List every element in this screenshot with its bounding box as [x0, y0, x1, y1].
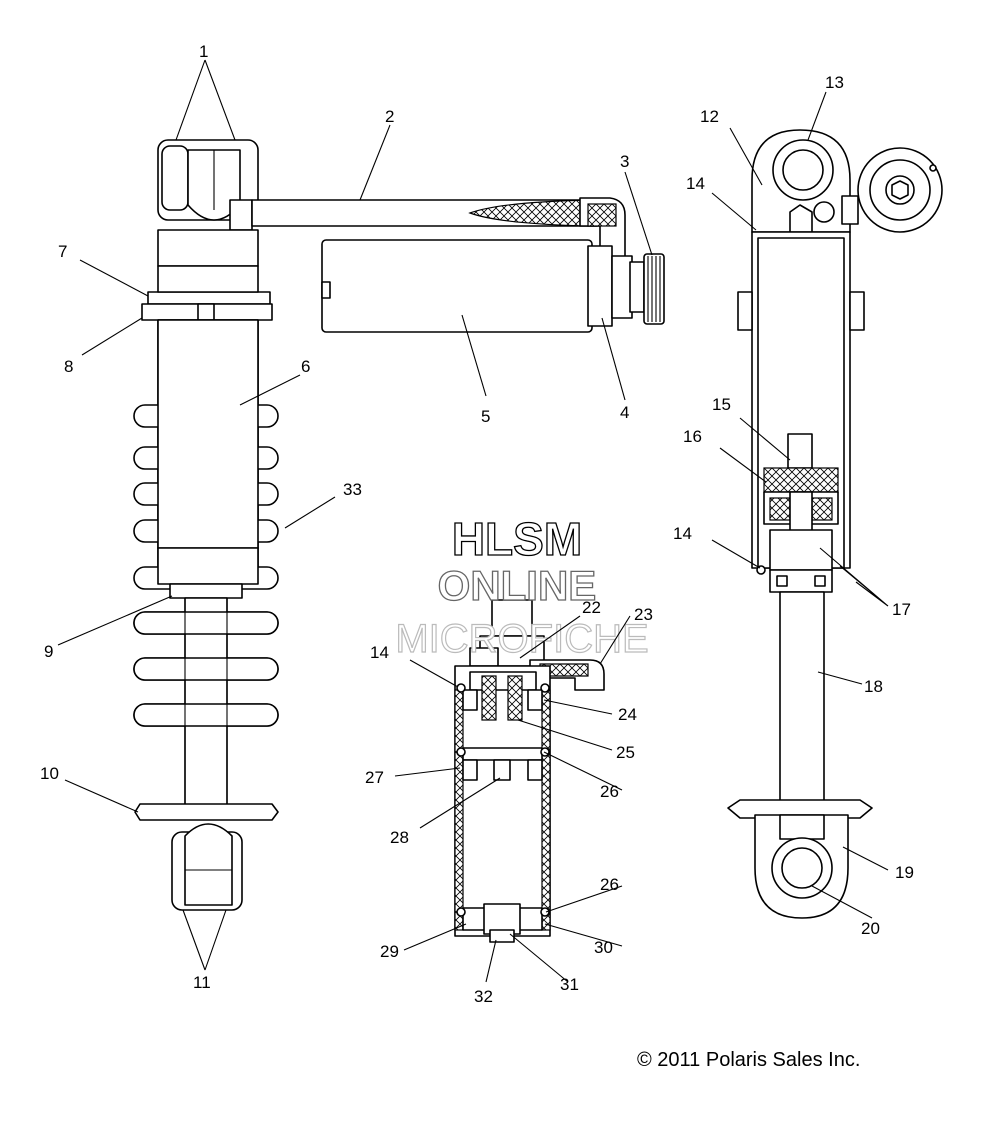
- callout-10: 10: [40, 764, 59, 783]
- callout-28: 28: [390, 828, 409, 847]
- watermark-line-2: ONLINE: [438, 562, 597, 609]
- center-cutaway: [454, 599, 605, 943]
- reservoir-hose: [251, 197, 626, 259]
- callout-33: 33: [343, 480, 362, 499]
- callout-3: 3: [620, 152, 629, 171]
- callout-24: 24: [618, 705, 637, 724]
- callout-13: 13: [825, 73, 844, 92]
- callout-labels: 1 2 3 4 5 6 7 8 9 10 11 12 13 14 15 16 1…: [40, 42, 914, 1006]
- callout-23: 23: [634, 605, 653, 624]
- callout-18: 18: [864, 677, 883, 696]
- callout-8: 8: [64, 357, 73, 376]
- callout-14-top: 14: [686, 174, 705, 193]
- callout-26-upper: 26: [600, 782, 619, 801]
- callout-31: 31: [560, 975, 579, 994]
- bottom-eye-bracket: [171, 823, 243, 911]
- body-cap: [157, 229, 259, 267]
- callout-14-center: 14: [370, 643, 389, 662]
- callout-29: 29: [380, 942, 399, 961]
- callout-7: 7: [58, 242, 67, 261]
- callout-25: 25: [616, 743, 635, 762]
- callout-19: 19: [895, 863, 914, 882]
- callout-32: 32: [474, 987, 493, 1006]
- callout-9: 9: [44, 642, 53, 661]
- callout-27: 27: [365, 768, 384, 787]
- seal-nut: [169, 583, 243, 599]
- watermark-line-1: HLSM: [452, 513, 582, 565]
- left-shock-assembly: [133, 139, 626, 911]
- copyright-notice: © 2011 Polaris Sales Inc.: [637, 1049, 860, 1071]
- right-piston-shaft: [779, 591, 825, 839]
- callout-11: 11: [193, 973, 211, 992]
- callout-22: 22: [582, 598, 601, 617]
- callout-20: 20: [861, 919, 880, 938]
- callout-1: 1: [199, 42, 208, 61]
- adjuster-knob: [643, 253, 665, 325]
- callout-2: 2: [385, 107, 394, 126]
- leader-lines: [57, 59, 889, 983]
- callout-26-lower: 26: [600, 875, 619, 894]
- callout-14-middle: 14: [673, 524, 692, 543]
- callout-17: 17: [892, 600, 911, 619]
- callout-12: 12: [700, 107, 719, 126]
- callout-5: 5: [481, 407, 490, 426]
- preload-ring-upper: [147, 291, 271, 305]
- reservoir-body: [321, 239, 593, 333]
- spring-retainer: [134, 803, 279, 821]
- callout-6: 6: [301, 357, 310, 376]
- watermark-line-3: MICROFICHE: [395, 617, 648, 661]
- reservoir-end-cap: [587, 245, 613, 327]
- reservoir-assembly: [321, 239, 665, 333]
- callout-15: 15: [712, 395, 731, 414]
- callout-16: 16: [683, 427, 702, 446]
- top-eye-bracket: [157, 139, 259, 231]
- callout-4: 4: [620, 403, 629, 422]
- callout-30: 30: [594, 938, 613, 957]
- right-shock-section: [727, 129, 943, 919]
